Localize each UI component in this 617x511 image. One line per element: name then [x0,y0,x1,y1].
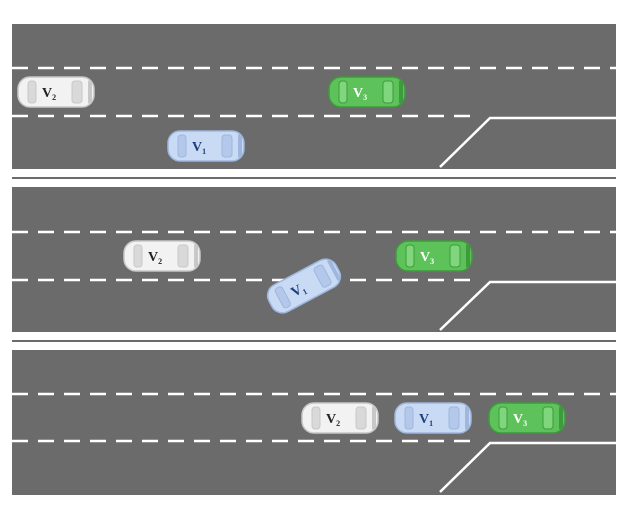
car-windshield [313,264,332,288]
panel-2: V2 V3 V1 [12,183,616,336]
car-front-bumper [372,406,376,430]
car-windshield [355,406,367,430]
panel-3: V2 V1 V3 [12,346,616,499]
car-windshield [542,406,554,430]
car-front-bumper [465,406,469,430]
car-rear-window [177,134,187,158]
car-label: V2 [42,86,56,102]
car-v3: V3 [488,402,566,434]
lane-end-taper [439,441,616,493]
car-label: V2 [326,412,340,428]
car-rear-window [133,244,143,268]
car-windshield [177,244,189,268]
car-label: V1 [192,140,206,156]
car-v1: V1 [394,402,472,434]
car-label: V2 [148,250,162,266]
car-rear-window [274,286,291,309]
car-windshield [221,134,233,158]
car-rear-window [498,406,508,430]
car-front-bumper [327,259,341,281]
road-surface [12,24,616,169]
car-v2: V2 [123,240,201,272]
car-windshield [448,406,460,430]
car-rear-window [27,80,37,104]
car-label: V3 [513,412,527,428]
car-windshield [449,244,461,268]
car-v1: V1 [266,258,342,314]
car-v3: V3 [395,240,473,272]
car-label: V3 [353,86,367,102]
car-rear-window [405,244,415,268]
car-front-bumper [88,80,92,104]
car-rear-window [338,80,348,104]
car-rear-window [404,406,414,430]
car-front-bumper [399,80,403,104]
car-front-bumper [559,406,563,430]
road-surface [12,187,616,332]
car-v2: V2 [301,402,379,434]
car-v1: V1 [167,130,245,162]
lane-end-taper [439,116,616,168]
lane-end-taper [439,280,616,331]
car-v3: V3 [328,76,406,108]
car-front-bumper [238,134,242,158]
panel-1: V2 V3 V1 [12,20,616,173]
car-front-bumper [194,244,198,268]
car-v2: V2 [17,76,95,108]
car-windshield [71,80,83,104]
car-label: V3 [420,250,434,266]
car-rear-window [311,406,321,430]
car-label: V1 [419,412,433,428]
car-windshield [382,80,394,104]
car-front-bumper [466,244,470,268]
